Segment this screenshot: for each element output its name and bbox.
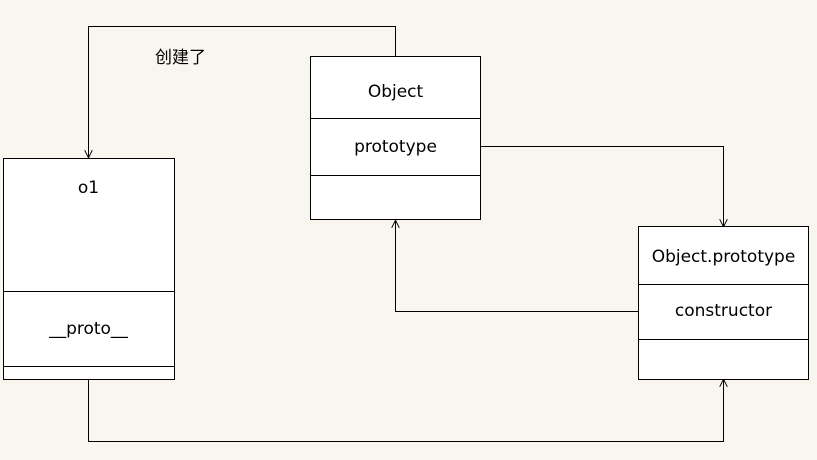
edge-label-created: 创建了 (155, 48, 206, 68)
node-o1-field-proto: __proto__ (48, 319, 128, 339)
node-object-field-prototype: prototype (354, 137, 437, 157)
node-o1-title: o1 (78, 178, 99, 198)
edge-proto-to-object-prototype (88, 366, 724, 442)
node-object-title: Object (368, 82, 424, 102)
node-object[interactable]: Object prototype (310, 56, 481, 220)
node-object-prototype[interactable]: Object.prototype constructor (638, 226, 809, 380)
edge-constructor-to-object (396, 221, 638, 312)
edges: 创建了 (88, 26, 724, 442)
node-o1[interactable]: o1 __proto__ (3, 158, 175, 380)
node-object-prototype-field-constructor: constructor (675, 301, 772, 321)
edge-prototype-to-object-prototype (481, 146, 724, 227)
edge-object-creates-o1 (89, 26, 396, 158)
node-object-prototype-title: Object.prototype (652, 247, 796, 267)
